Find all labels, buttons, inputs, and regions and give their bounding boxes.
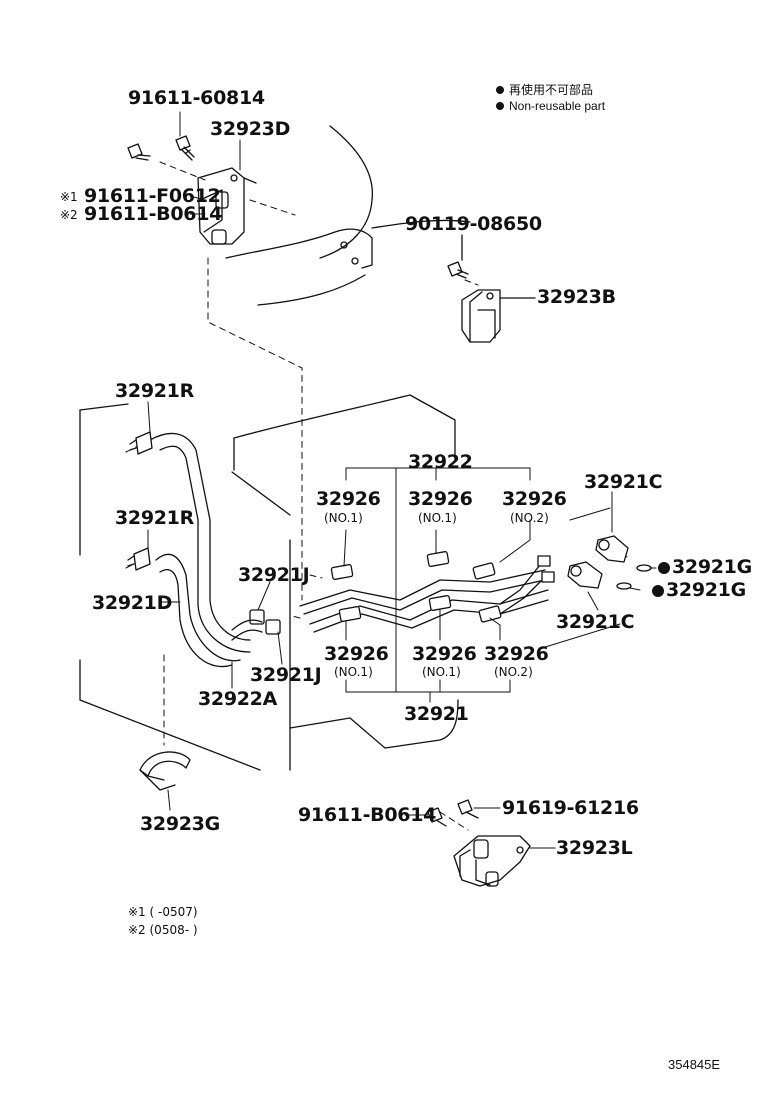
marker-1: ※1 (60, 190, 78, 204)
label-32921G-b-text: 32921G (666, 579, 746, 601)
union-32921C-bottom (567, 561, 603, 589)
label-no2-c: (NO.2) (510, 511, 549, 525)
footnote-1: ※1 ( -0507) (128, 905, 198, 919)
label-91611-60814: 91611-60814 (128, 87, 265, 109)
label-32921J-a: 32921J (238, 564, 310, 586)
label-32921C-bottom: 32921C (556, 611, 635, 633)
clamp-32921R-a (129, 431, 153, 455)
bracket-32923L (453, 835, 531, 887)
label-32922A: 32922A (198, 688, 278, 710)
label-no2-f: (NO.2) (494, 665, 533, 679)
spacers-32926 (330, 551, 502, 623)
bolt-91611-60814 (175, 135, 195, 161)
bolt-91611-B0614-bottom (427, 807, 447, 827)
union-32921C-top (595, 535, 629, 563)
label-32926-d: 32926 (324, 643, 389, 665)
label-no1-e: (NO.1) (422, 665, 461, 679)
label-32921C-top: 32921C (584, 471, 663, 493)
engine-outline (225, 125, 471, 306)
label-32923B: 32923B (537, 286, 616, 308)
bullet-icon (496, 86, 504, 94)
clamp-32923G (139, 751, 191, 791)
label-91611-B0614-bottom: 91611-B0614 (298, 804, 437, 826)
o-ring-32921G-top (636, 564, 652, 572)
label-91619-61216: 91619-61216 (502, 797, 639, 819)
label-32921G-a-text: 32921G (672, 556, 752, 578)
label-32921G-b: 32921G (652, 581, 746, 600)
marker-2: ※2 (60, 208, 78, 222)
non-reusable-dot-icon (658, 562, 670, 574)
clamp-32921J-b (265, 619, 281, 635)
legend-non-reusable-en: Non-reusable part (496, 100, 605, 112)
o-ring-32921G-bottom (616, 582, 632, 590)
hose-32921D (149, 432, 251, 668)
label-32926-a: 32926 (316, 488, 381, 510)
label-90119-08650: 90119-08650 (405, 213, 542, 235)
label-32921: 32921 (404, 703, 469, 725)
illustration-reference: 354845E (668, 1057, 721, 1072)
label-32926-e: 32926 (412, 643, 477, 665)
label-32926-f: 32926 (484, 643, 549, 665)
legend-line2: Non-reusable part (509, 99, 606, 113)
label-32921G-a: 32921G (658, 558, 752, 577)
label-91611-F0612: 91611-F0612 (84, 185, 221, 207)
bracket-32923D (197, 167, 257, 245)
leaders (147, 111, 657, 849)
label-32923D: 32923D (210, 118, 291, 140)
legend-non-reusable-ja: 再使用不可部品 (496, 84, 593, 96)
label-32921J-b: 32921J (250, 664, 322, 686)
legend-line1: 再使用不可部品 (509, 83, 594, 97)
bullet-icon (496, 102, 504, 110)
clamp-32921R-b (127, 547, 151, 571)
label-32921D: 32921D (92, 592, 173, 614)
label-no1-b: (NO.1) (418, 511, 457, 525)
label-32922: 32922 (408, 451, 473, 473)
non-reusable-dot-icon (652, 585, 664, 597)
bolt-90119-08650 (447, 234, 469, 279)
label-32921R-a: 32921R (115, 380, 194, 402)
footnote-2: ※2 (0508- ) (128, 923, 198, 937)
bolt-91611-F0612 (127, 143, 151, 161)
label-no1-d: (NO.1) (334, 665, 373, 679)
label-32923G: 32923G (140, 813, 220, 835)
bracket-32923B (461, 289, 536, 343)
label-32926-c: 32926 (502, 488, 567, 510)
hose-32922A-end (231, 619, 263, 641)
label-no1-a: (NO.1) (324, 511, 363, 525)
label-32923L: 32923L (556, 837, 633, 859)
transmission-outline (79, 394, 459, 771)
label-32926-b: 32926 (408, 488, 473, 510)
label-91611-B0614-top: 91611-B0614 (84, 203, 223, 225)
bolt-91619-61216 (457, 799, 479, 819)
label-32921R-b: 32921R (115, 507, 194, 529)
